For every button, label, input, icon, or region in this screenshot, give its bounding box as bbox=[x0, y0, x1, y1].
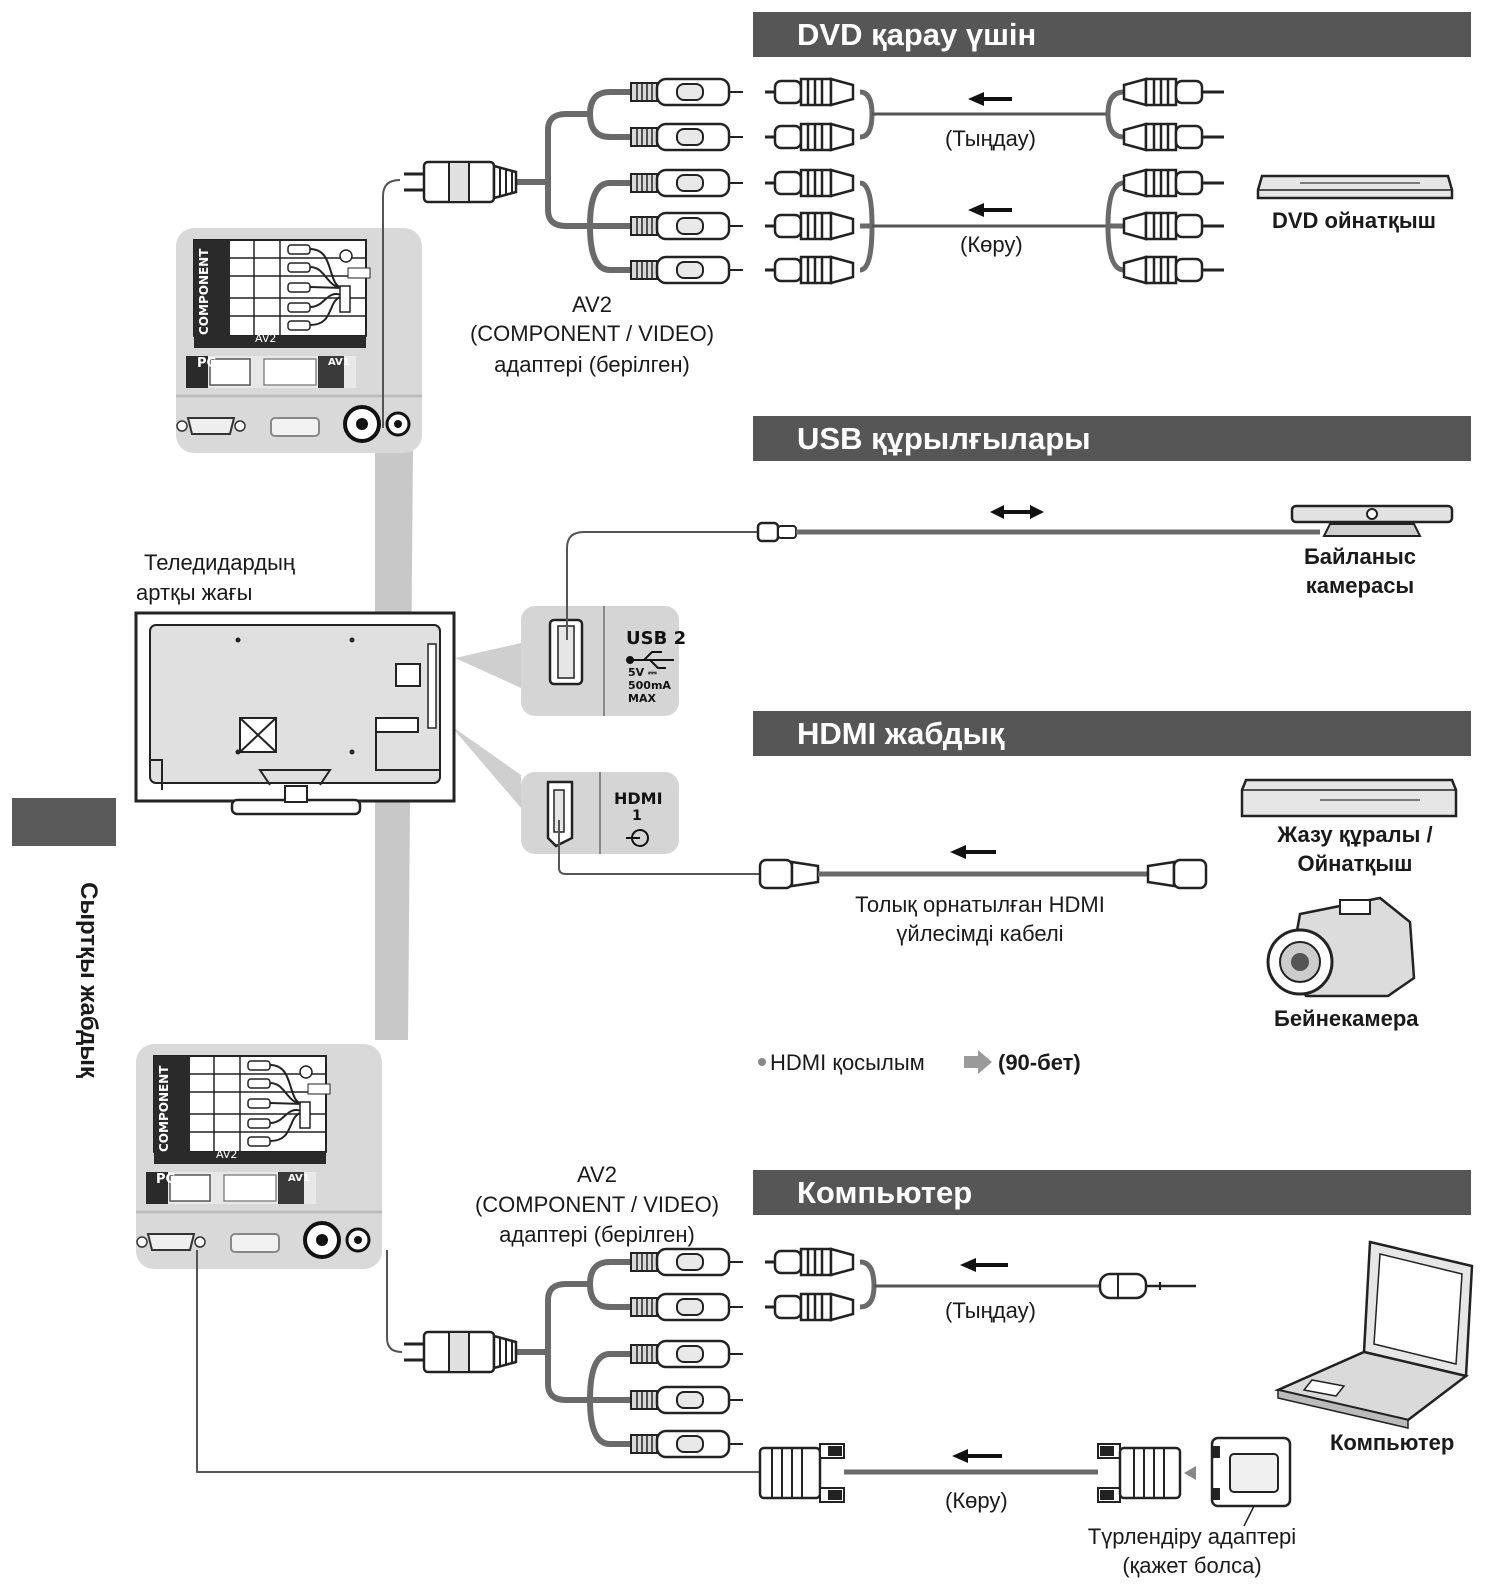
arrow-left-icon bbox=[952, 1449, 1002, 1463]
section-header-hdmi: HDMI жабдық bbox=[753, 711, 1471, 756]
side-tab-marker bbox=[12, 798, 116, 846]
arrow-left-icon bbox=[950, 845, 996, 859]
panel-av2-label-2: AV2 bbox=[216, 1148, 237, 1161]
av2-adapter-label-bottom-1: AV2 bbox=[577, 1162, 617, 1187]
beam-usb bbox=[455, 643, 521, 688]
conversion-adapter-image bbox=[1210, 1436, 1292, 1527]
panel-av1-label-2: AV1 bbox=[288, 1173, 310, 1184]
arrow-left-icon bbox=[960, 1258, 1008, 1272]
hdmi-cable bbox=[558, 820, 1208, 890]
tv-back-label-line1: Теледидардың bbox=[144, 550, 296, 575]
usb-port-name: USB 2 bbox=[626, 628, 686, 649]
pc-cables bbox=[196, 1250, 1100, 1475]
usb-cable bbox=[566, 521, 1320, 640]
av2-adapter-label-top-3: адаптері (берілген) bbox=[494, 352, 690, 377]
dvd-player-image bbox=[1256, 174, 1454, 200]
conversion-adapter-label-2: (қажет болса) bbox=[1122, 1553, 1262, 1578]
section-header-pc: Компьютер bbox=[753, 1170, 1471, 1215]
tv-back-label-line2: артқы жағы bbox=[136, 580, 253, 605]
dvd-player-label: DVD ойнатқыш bbox=[1272, 208, 1436, 233]
panel-component-label-2: COMPONENT bbox=[157, 1065, 171, 1152]
av2-adapter-label-top-2: (COMPONENT / VIDEO) bbox=[469, 321, 715, 346]
pc-rca-male bbox=[763, 1247, 855, 1322]
recorder-label-2: Ойнатқыш bbox=[1297, 851, 1413, 876]
av2-adapter-label-bottom-2: (COMPONENT / VIDEO) bbox=[474, 1192, 720, 1217]
av2-adapter-label-bottom-3: адаптері (берілген) bbox=[499, 1222, 695, 1247]
camcorder-label: Бейнекамера bbox=[1274, 1006, 1419, 1031]
view-label-pc: (Көру) bbox=[945, 1488, 1008, 1513]
hdmi-port-box bbox=[521, 772, 679, 854]
arrow-right-icon bbox=[1184, 1466, 1196, 1480]
side-section-label: Сыртқы жабдық bbox=[75, 882, 102, 1078]
webcam-image bbox=[1290, 504, 1454, 537]
av2-adapter-plug-bottom bbox=[402, 1330, 518, 1374]
view-label-dvd: (Көру) bbox=[960, 232, 1023, 257]
hdmi-port-name: HDMI bbox=[614, 789, 663, 808]
panel-av2-label: AV2 bbox=[255, 332, 276, 345]
webcam-label-1: Байланыс bbox=[1303, 544, 1417, 569]
panel-pc-label-2: PC bbox=[156, 1172, 175, 1187]
tv-back-image bbox=[134, 611, 456, 816]
computer-label: Компьютер bbox=[1330, 1430, 1455, 1455]
av2-terminal-panel-bottom bbox=[134, 1042, 384, 1271]
camcorder-image bbox=[1266, 896, 1416, 998]
section-header-dvd: DVD қарау үшін bbox=[753, 12, 1471, 57]
av2-adapter-label-top-1: AV2 bbox=[572, 292, 612, 317]
hdmi-cable-label-1: Толық орнатылған HDMI bbox=[855, 892, 1105, 917]
av2-adapter-plug-top bbox=[402, 160, 518, 204]
stereo-mini-plug bbox=[1098, 1272, 1196, 1300]
ref-arrow-icon bbox=[964, 1050, 992, 1074]
bullet-dot bbox=[758, 1058, 766, 1066]
usb-port-box bbox=[521, 606, 679, 716]
listen-label-dvd: (Тыңдау) bbox=[945, 126, 1036, 151]
av2-terminal-panel-top bbox=[174, 226, 424, 455]
recorder-image bbox=[1240, 778, 1458, 818]
usb-spec-2: 500mA bbox=[628, 679, 671, 692]
hdmi-cable-label-2: үйлесімді кабелі bbox=[896, 921, 1064, 946]
conversion-adapter-label-1: Түрлендіру адаптері bbox=[1087, 1524, 1297, 1549]
dsub-connector-right bbox=[1097, 1443, 1182, 1503]
dvd-rca-female bbox=[629, 77, 745, 285]
beam-hdmi bbox=[450, 725, 521, 808]
pc-rca-female bbox=[629, 1247, 745, 1459]
panel-av1-label: AV1 bbox=[328, 357, 350, 368]
usb-spec-1: 5V ⎓ bbox=[628, 666, 657, 679]
direction-arrows bbox=[950, 92, 1044, 1463]
dvd-cables bbox=[382, 89, 1125, 428]
dvd-rca-male-left bbox=[763, 77, 855, 285]
section-header-usb: USB құрылғылары bbox=[753, 416, 1471, 461]
listen-label-pc: (Тыңдау) bbox=[945, 1298, 1036, 1323]
laptop-image bbox=[1274, 1240, 1474, 1429]
hdmi-note-page-ref[interactable]: (90-бет) bbox=[998, 1050, 1081, 1075]
hdmi-input-icon bbox=[626, 829, 649, 847]
hdmi-note-text: HDMI қосылым bbox=[770, 1050, 925, 1075]
hdmi-port-number: 1 bbox=[632, 808, 642, 824]
panel-component-label: COMPONENT bbox=[197, 248, 211, 335]
dsub-connector-left bbox=[758, 1443, 845, 1503]
panel-pc-label: PC bbox=[197, 356, 216, 371]
dvd-rca-male-right bbox=[1122, 77, 1226, 285]
usb-trident-icon bbox=[626, 651, 674, 669]
webcam-label-2: камерасы bbox=[1305, 573, 1415, 598]
bidirectional-arrow-icon bbox=[990, 505, 1044, 519]
arrow-left-icon bbox=[968, 203, 1012, 217]
recorder-label-1: Жазу құралы / bbox=[1277, 822, 1433, 847]
arrow-left-icon bbox=[968, 92, 1012, 106]
usb-spec-3: MAX bbox=[628, 692, 656, 705]
